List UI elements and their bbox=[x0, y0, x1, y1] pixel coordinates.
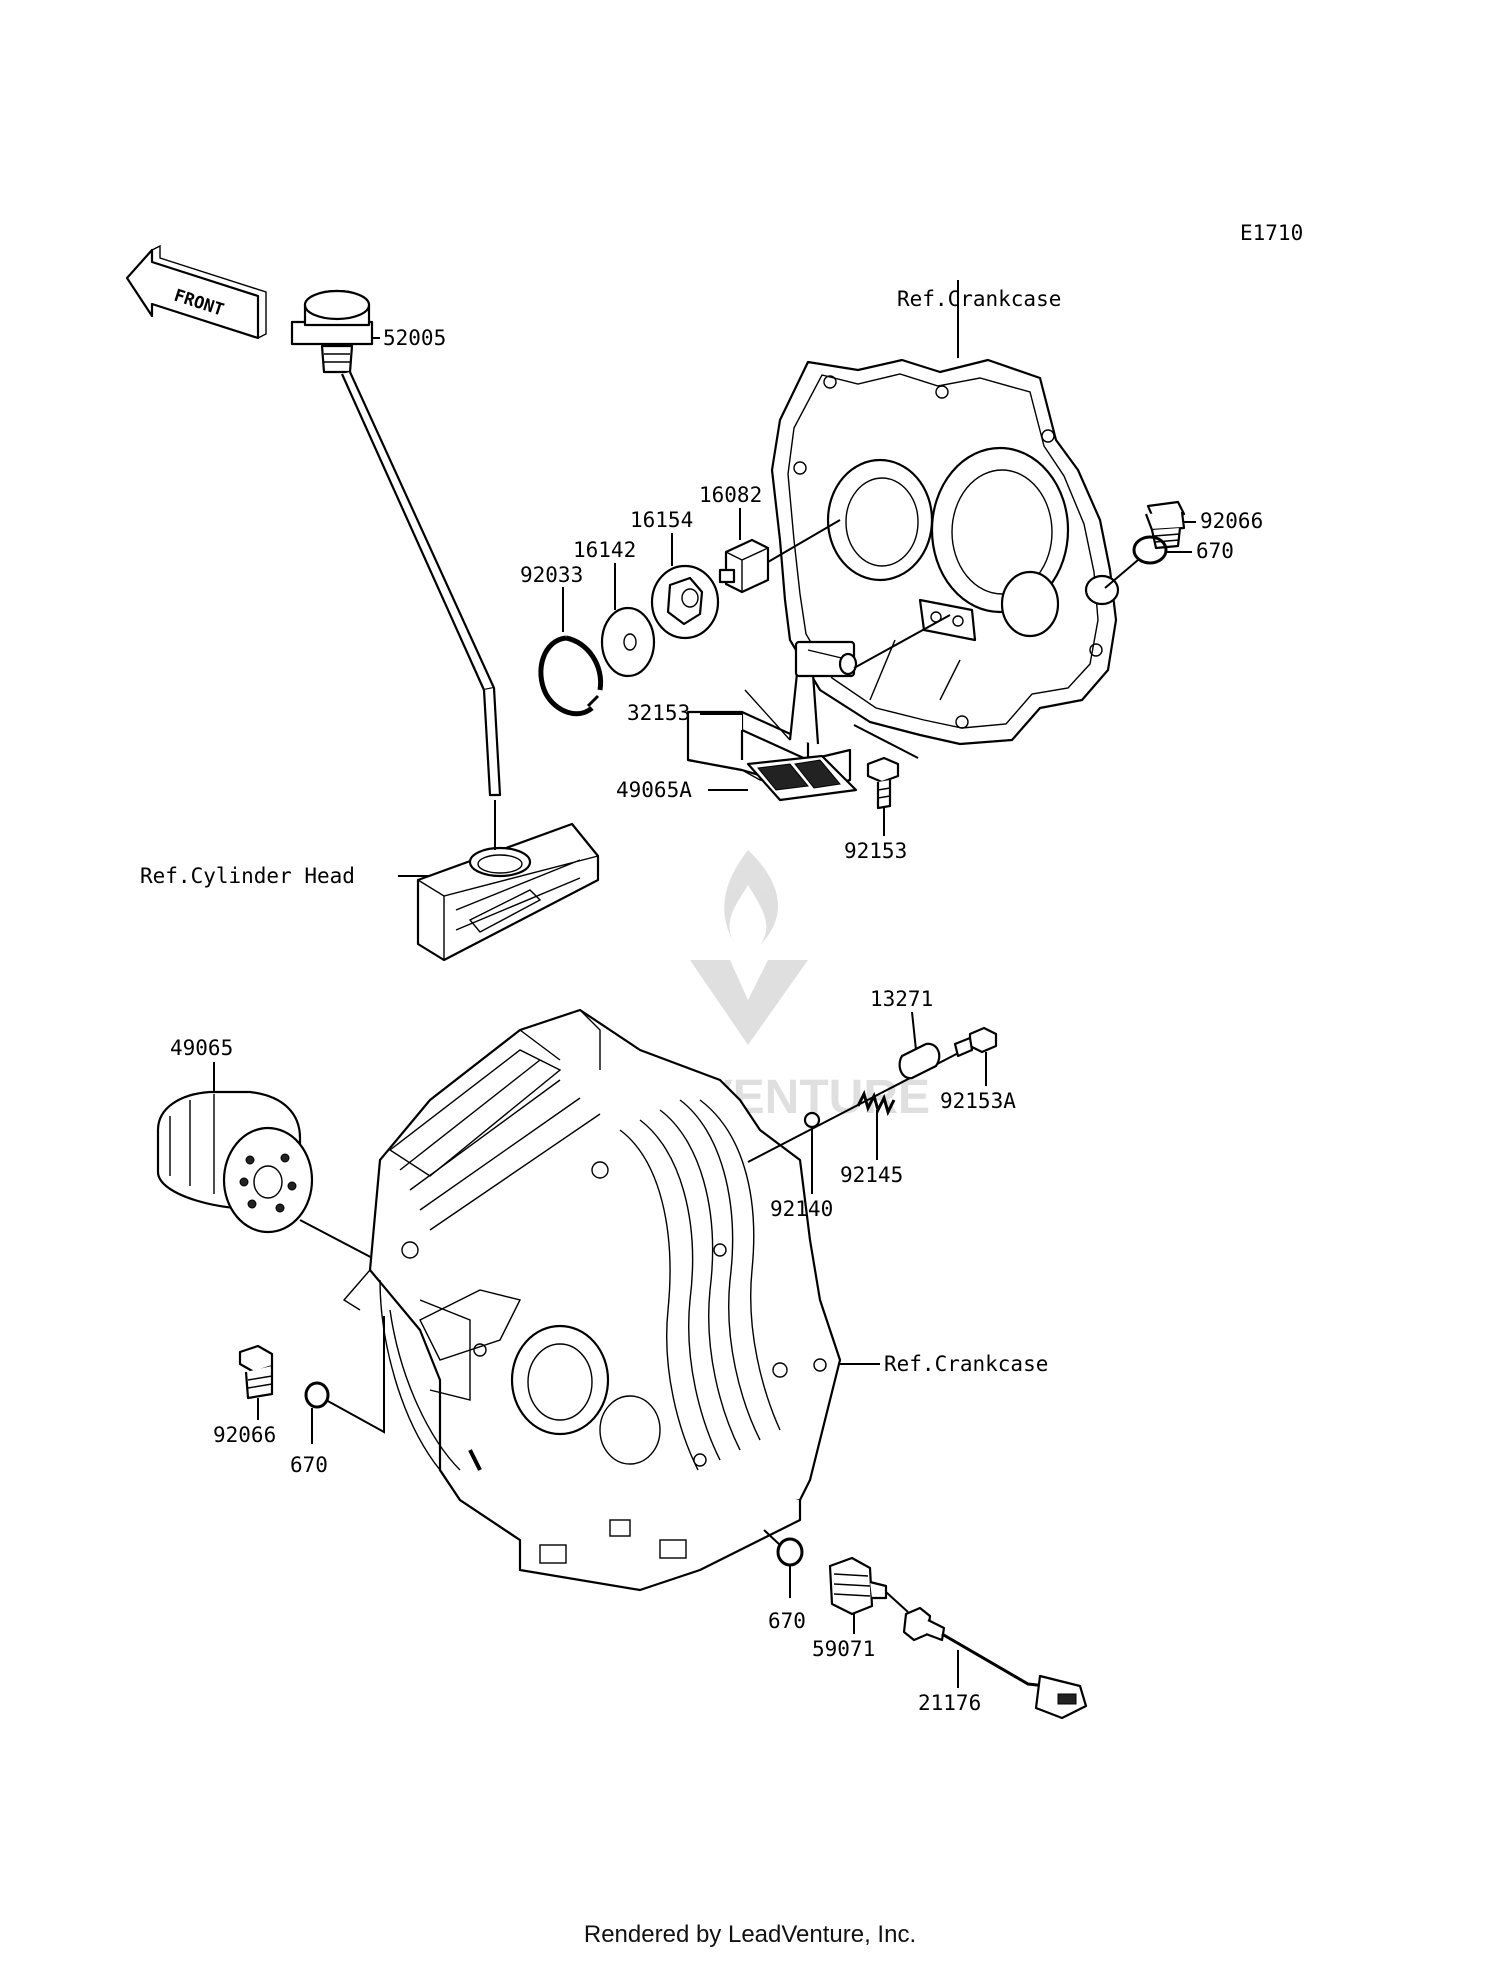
label-92153A: 92153A bbox=[940, 1089, 1016, 1113]
label-16154: 16154 bbox=[630, 508, 693, 532]
leader-32153-to-bolt bbox=[853, 724, 919, 759]
ball-part-92140[interactable] bbox=[803, 1111, 821, 1129]
screen-part-49065A[interactable] bbox=[746, 754, 858, 802]
label-21176: 21176 bbox=[918, 1691, 981, 1715]
drain-plug-part-92066-left[interactable] bbox=[238, 1344, 274, 1400]
fitting-part-59071[interactable] bbox=[828, 1556, 888, 1616]
leader-59071-to-switch bbox=[885, 1591, 909, 1613]
label-670-left: 670 bbox=[290, 1453, 328, 1477]
label-49065: 49065 bbox=[170, 1036, 233, 1060]
crankcase-cover bbox=[770, 358, 1120, 746]
ref-crankcase-bottom-label: Ref.Crankcase bbox=[884, 1352, 1048, 1376]
washer-part-16142[interactable] bbox=[600, 606, 656, 678]
o-ring-part-670-left[interactable] bbox=[304, 1381, 330, 1409]
bolt-part-92153[interactable] bbox=[866, 756, 900, 810]
label-49065A: 49065A bbox=[616, 778, 692, 802]
leader-13271 bbox=[911, 1011, 917, 1051]
leader-670-left-to-case bbox=[325, 1316, 385, 1434]
diagram-code: E1710 bbox=[1240, 221, 1303, 245]
main-crankcase bbox=[342, 1008, 842, 1592]
label-670-bottom: 670 bbox=[768, 1609, 806, 1633]
o-ring-part-670-bottom[interactable] bbox=[776, 1537, 804, 1567]
leader-670-bottom-to-case bbox=[763, 1529, 781, 1546]
label-52005: 52005 bbox=[383, 326, 446, 350]
label-92153: 92153 bbox=[844, 839, 907, 863]
circlip-part-92033[interactable] bbox=[538, 635, 604, 717]
o-ring-part-670-right[interactable] bbox=[1132, 535, 1168, 565]
dipstick-part-52005[interactable] bbox=[290, 289, 502, 797]
gasket-part-13271[interactable] bbox=[898, 1042, 941, 1080]
leader-670-right-to-case bbox=[1104, 559, 1139, 589]
drain-plug-part-92066-right[interactable] bbox=[1144, 500, 1186, 550]
oil-pressure-switch-part-21176[interactable] bbox=[902, 1606, 1088, 1720]
bolt-part-92153A[interactable] bbox=[953, 1026, 998, 1058]
cylinder-head-ref bbox=[416, 822, 600, 962]
label-92033: 92033 bbox=[520, 563, 583, 587]
pump-shaft-part-16082[interactable] bbox=[718, 538, 770, 594]
ref-cylinder-head-label: Ref.Cylinder Head bbox=[140, 864, 355, 888]
label-16082: 16082 bbox=[699, 483, 762, 507]
label-92140: 92140 bbox=[770, 1197, 833, 1221]
leader-16082-to-case bbox=[767, 519, 841, 563]
label-16142: 16142 bbox=[573, 538, 636, 562]
label-32153: 32153 bbox=[627, 701, 690, 725]
label-92066-right: 92066 bbox=[1200, 509, 1263, 533]
oil-filter-part-49065[interactable] bbox=[156, 1090, 314, 1234]
footer-credit: Rendered by LeadVenture, Inc. bbox=[584, 1921, 916, 1948]
rotor-part-16154[interactable] bbox=[650, 564, 720, 640]
label-92066-left: 92066 bbox=[213, 1423, 276, 1447]
leader-49065-to-case bbox=[299, 1219, 381, 1263]
front-arrow-icon: FRONT bbox=[125, 244, 267, 340]
ref-crankcase-top-label: Ref.Crankcase bbox=[897, 287, 1061, 311]
label-13271: 13271 bbox=[870, 987, 933, 1011]
label-670-right: 670 bbox=[1196, 539, 1234, 563]
spring-part-92145[interactable] bbox=[856, 1089, 896, 1117]
leader-32153-to-case bbox=[853, 614, 951, 669]
label-59071: 59071 bbox=[812, 1637, 875, 1661]
label-92145: 92145 bbox=[840, 1163, 903, 1187]
